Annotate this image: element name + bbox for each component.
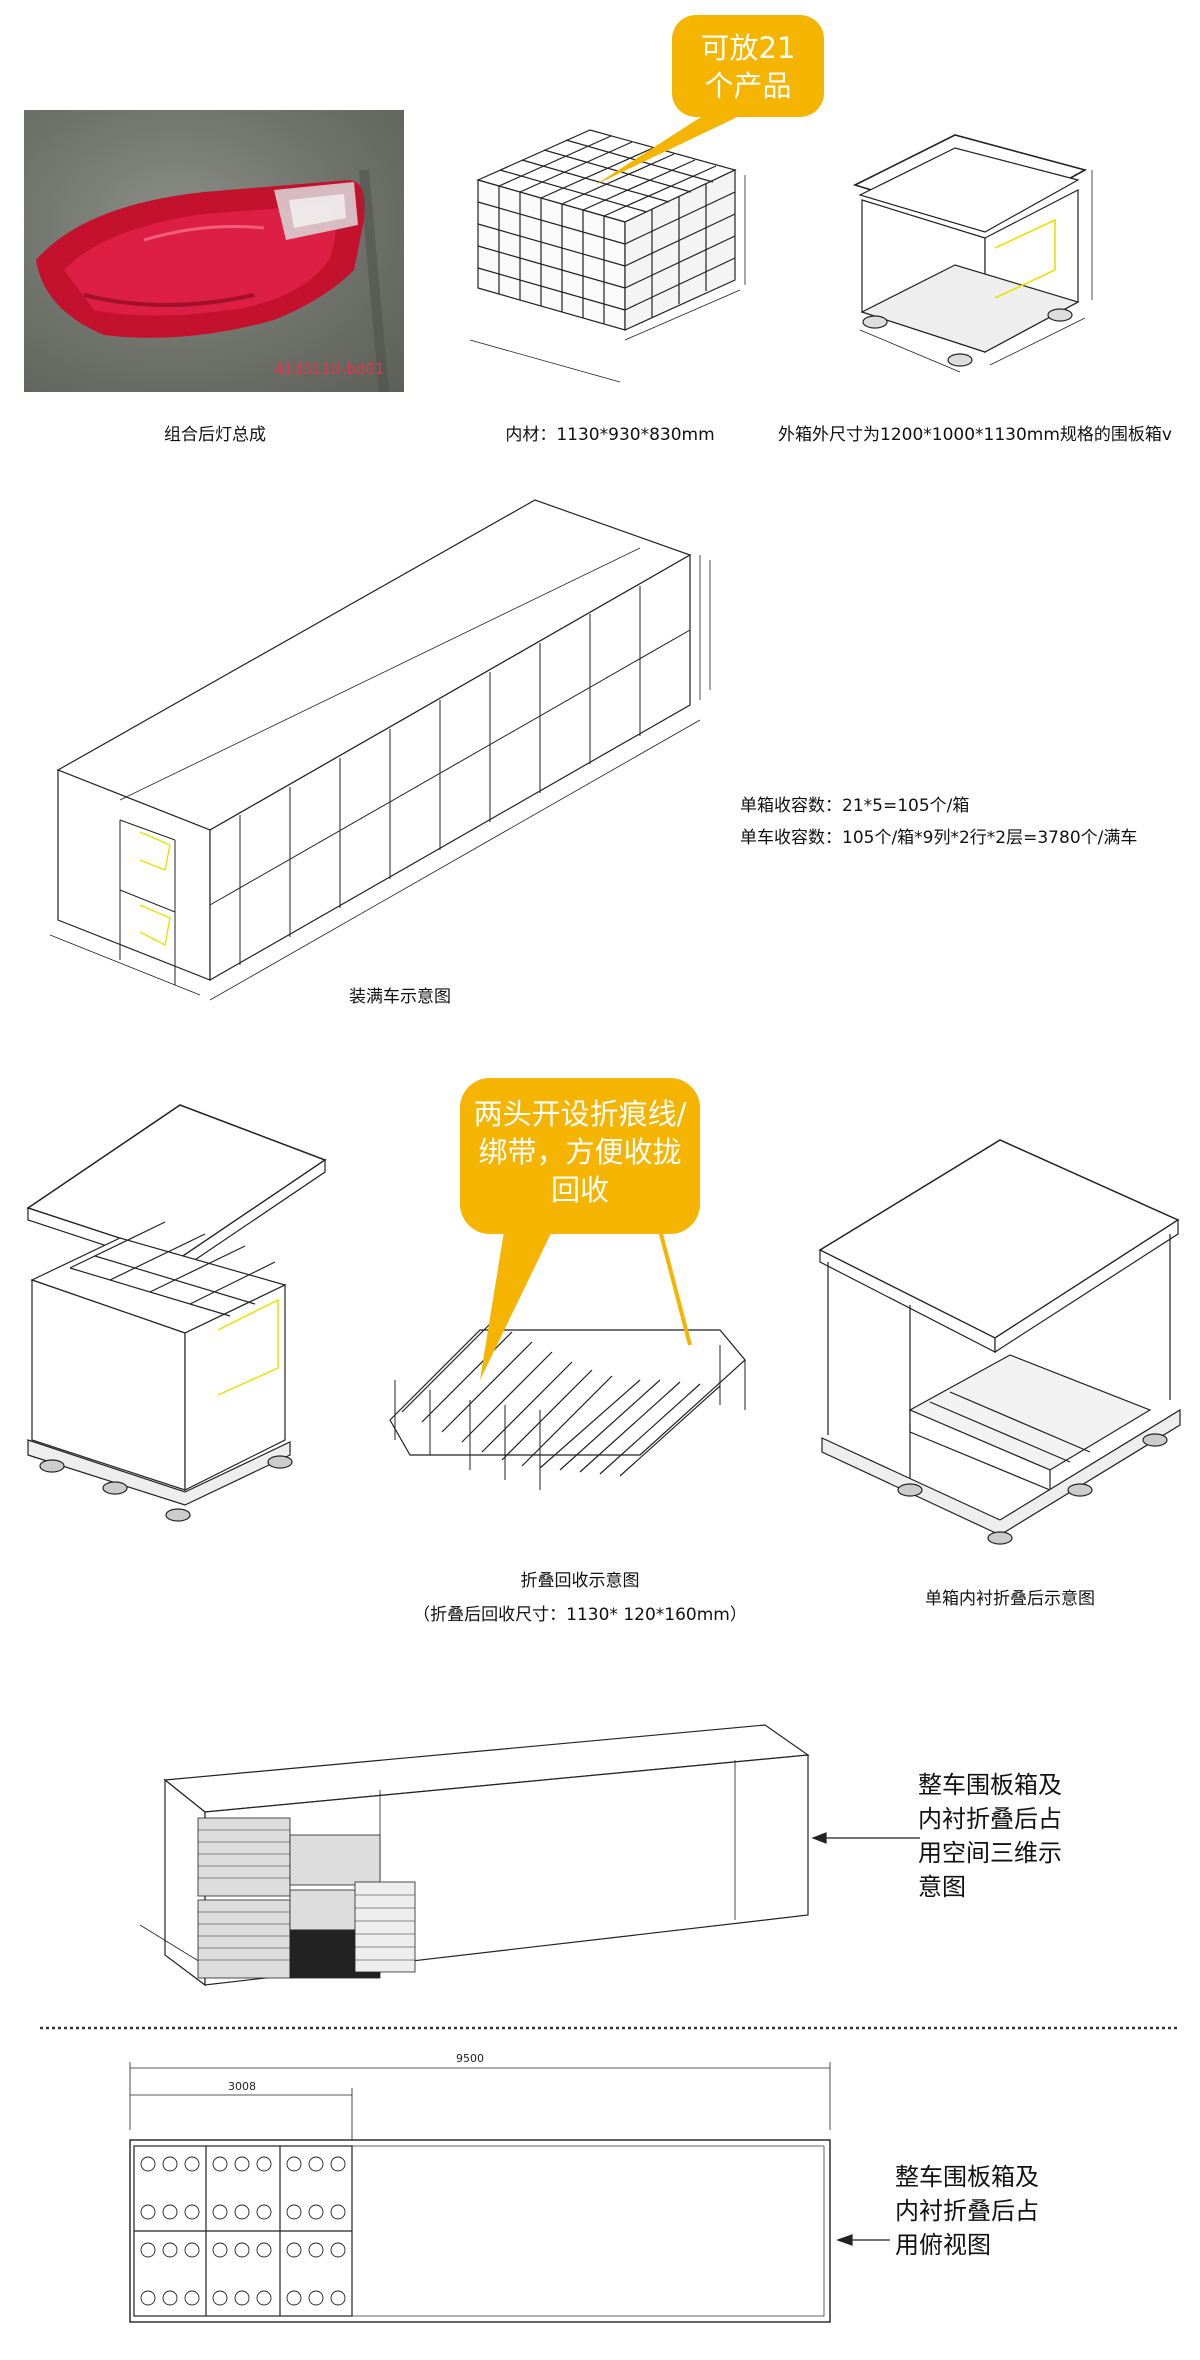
- side-label-3d-line2: 内衬折叠后占: [918, 1805, 1062, 1833]
- callout-crease: 两头开设折痕线/ 绑带，方便收拢 回收: [460, 1078, 700, 1380]
- truck-full-drawing: [49, 499, 711, 1001]
- callout-capacity-line1: 可放21: [701, 31, 796, 65]
- caption-lamp: 组合后灯总成: [164, 425, 266, 445]
- folded-inserts-drawing: [389, 1321, 746, 1490]
- caption-outer: 外箱外尺寸为1200*1000*1130mm规格的围板箱v: [778, 425, 1172, 445]
- callout-crease-line2: 绑带，方便收拢: [478, 1135, 681, 1169]
- top-view-drawing: [129, 2062, 890, 2323]
- outer-crate-drawing: [852, 134, 1093, 373]
- caption-fold-size: （折叠后回收尺寸：1130* 120*160mm）: [413, 1605, 747, 1625]
- folded-single-box-drawing: [818, 1139, 1181, 1545]
- caption-fold: 折叠回收示意图: [520, 1571, 640, 1591]
- capacity-per-box: 单箱收容数：21*5=105个/箱: [740, 796, 970, 816]
- truck-folded-3d-drawing: [139, 1724, 920, 1987]
- capacity-per-truck: 单车收容数：105个/箱*9列*2行*2层=3780个/满车: [740, 828, 1138, 848]
- side-label-3d-line4: 意图: [918, 1873, 966, 1901]
- lamp-photo: 4133110-bd01: [24, 110, 404, 392]
- caption-inner: 内材：1130*930*830mm: [505, 425, 715, 445]
- side-label-topview-line2: 内衬折叠后占: [895, 2197, 1039, 2225]
- side-label-topview-line1: 整车围板箱及: [895, 2163, 1039, 2191]
- dimension-occupied: 3008: [228, 2080, 256, 2093]
- side-label-topview-line3: 用俯视图: [895, 2231, 991, 2259]
- callout-capacity-line2: 个产品: [704, 69, 791, 103]
- callout-capacity: 可放21 个产品: [595, 15, 824, 185]
- callout-crease-line1: 两头开设折痕线/: [474, 1097, 687, 1131]
- caption-truck-full: 装满车示意图: [349, 987, 451, 1007]
- side-label-3d: 整车围板箱及 内衬折叠后占 用空间三维示 意图: [918, 1768, 1062, 1904]
- side-label-3d-line1: 整车围板箱及: [918, 1771, 1062, 1799]
- inner-lattice-drawing: [469, 129, 746, 383]
- caption-single-folded: 单箱内衬折叠后示意图: [925, 1589, 1095, 1609]
- side-label-topview: 整车围板箱及 内衬折叠后占 用俯视图: [895, 2160, 1039, 2262]
- dimension-total: 9500: [456, 2052, 484, 2065]
- callout-crease-line3: 回收: [551, 1173, 609, 1207]
- side-label-3d-line3: 用空间三维示: [918, 1839, 1062, 1867]
- lamp-stamp: 4133110-bd01: [274, 360, 385, 378]
- lamp-image: [36, 169, 389, 392]
- open-crate-drawing: [26, 1104, 327, 1522]
